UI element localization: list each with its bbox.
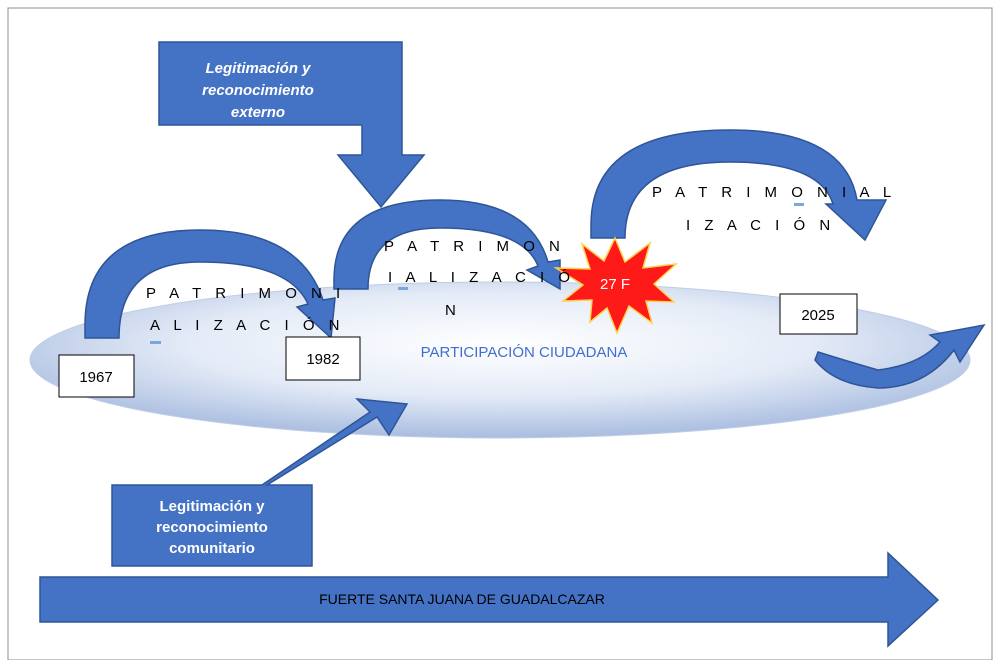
participation-label: PARTICIPACIÓN CIUDADANA	[421, 344, 628, 361]
community-callout-line-1: Legitimación y	[159, 498, 265, 515]
arc-third-label-line-1: P A T R I M O N I A L	[652, 184, 896, 201]
arc-second-label-line-3: N	[445, 302, 461, 319]
text-cursor-mark	[794, 203, 804, 206]
community-callout-line-2: reconocimiento	[156, 519, 268, 536]
outer-frame	[7, 7, 993, 660]
text-cursor-mark	[150, 341, 161, 344]
arc-first-label-line-1: P A T R I M O N I	[146, 285, 345, 302]
year-label-1967: 1967	[79, 369, 112, 386]
participation-ellipse	[29, 281, 971, 439]
arc-arrow-first	[84, 229, 336, 340]
arc-second-label-line-1: P A T R I M O N	[384, 238, 565, 255]
year-label-1982: 1982	[306, 351, 339, 368]
external-callout-line-3: externo	[231, 104, 285, 121]
arc-arrow-third	[590, 129, 888, 242]
event-starburst	[553, 236, 679, 335]
community-callout-line-3: comunitario	[169, 540, 255, 557]
year-box-2025	[779, 293, 858, 335]
year-box-1967	[58, 354, 135, 398]
year-box-1982	[285, 336, 361, 381]
year-label-2025: 2025	[801, 307, 834, 324]
fortress-arrow	[39, 551, 940, 648]
external-callout	[158, 41, 426, 209]
external-callout-line-2: reconocimiento	[202, 82, 314, 99]
text-cursor-mark	[398, 287, 408, 290]
arc-arrow-second	[333, 199, 561, 291]
arc-first-label-line-2: A L I Z A C I Ó N	[150, 317, 344, 334]
fortress-label: FUERTE SANTA JUANA DE GUADALCAZAR	[319, 591, 605, 607]
future-arrow	[814, 323, 986, 389]
event-label: 27 F	[600, 276, 630, 293]
community-callout	[111, 398, 409, 567]
arc-third-label-line-2: I Z A C I Ó N	[686, 217, 835, 234]
external-callout-line-1: Legitimación y	[205, 60, 311, 77]
arc-second-label-line-2: I A L I Z A C I Ó	[388, 269, 575, 286]
